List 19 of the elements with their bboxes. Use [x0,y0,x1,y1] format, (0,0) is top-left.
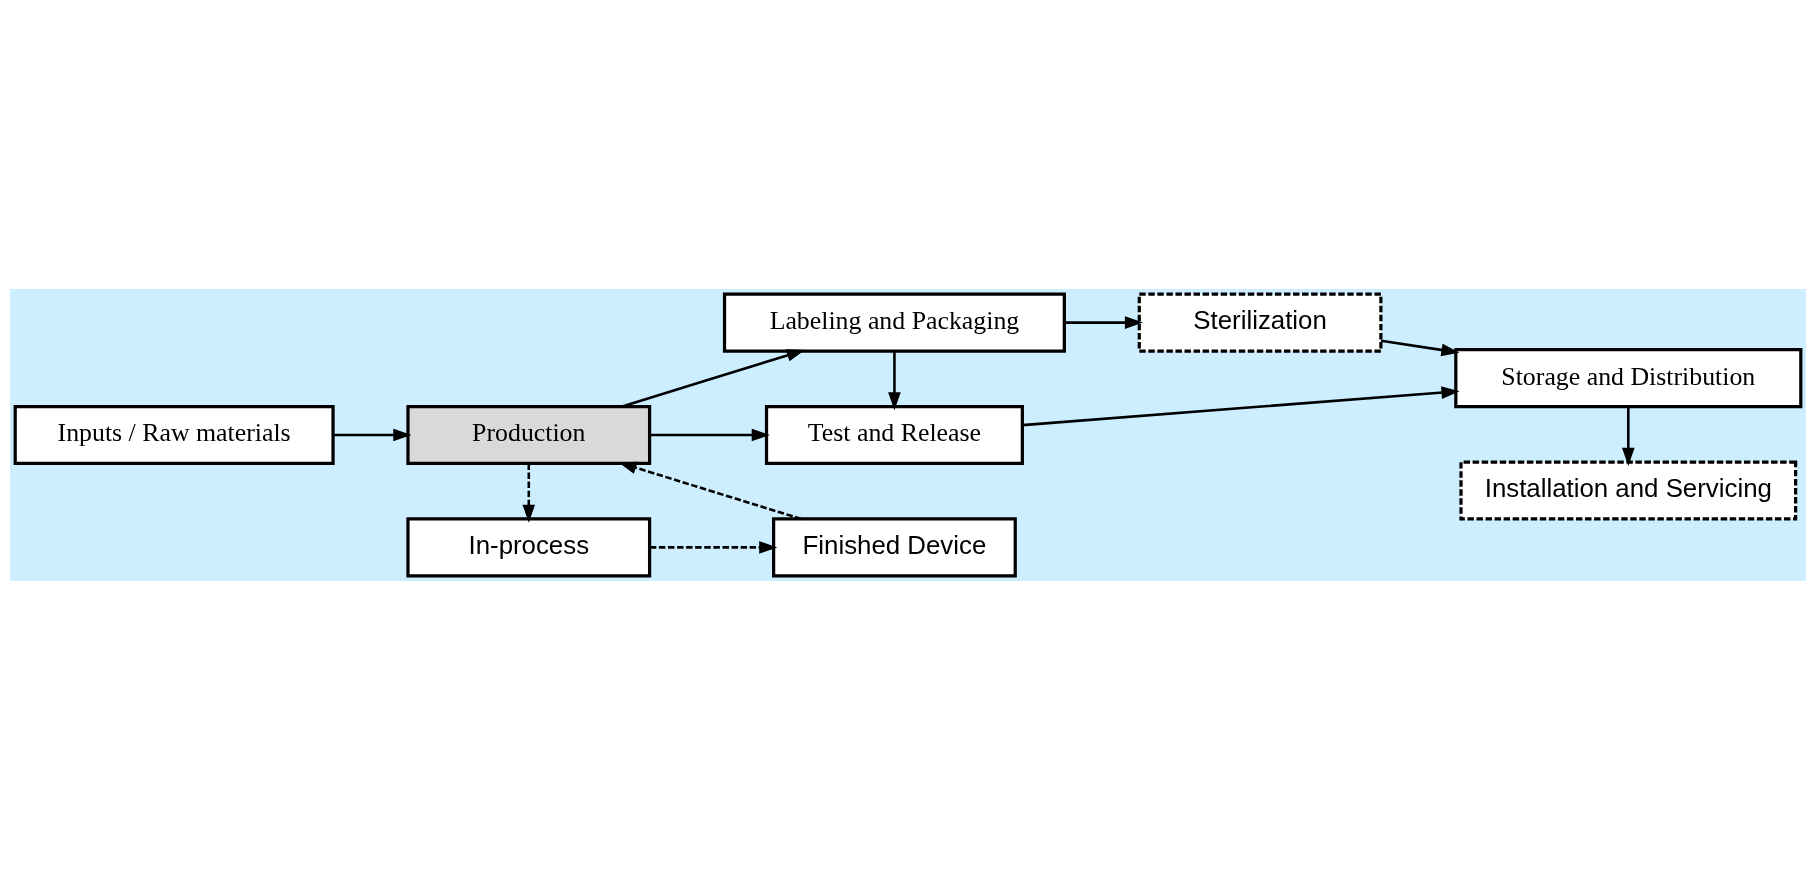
node-box: Finished Device [772,517,1017,578]
node-box: Storage and Distribution [1454,348,1803,409]
node-box: Installation and Servicing [1459,460,1798,521]
node-box: In-process [406,517,652,578]
arrow [333,428,412,442]
arrow [1064,316,1143,329]
arrow [522,463,536,523]
arrow [1380,339,1460,357]
node-box: Production [406,404,652,466]
node-box: Test and Release [764,404,1024,466]
arrow [1621,406,1635,466]
node-box: Labeling and Packaging [722,292,1066,353]
node-box: Inputs / Raw materials [13,404,335,466]
arrow [649,541,778,554]
arrow [621,349,805,408]
arrow [649,428,770,442]
arrow [888,351,901,411]
arrow [1022,386,1460,427]
node-box: Sterilization [1137,292,1383,353]
